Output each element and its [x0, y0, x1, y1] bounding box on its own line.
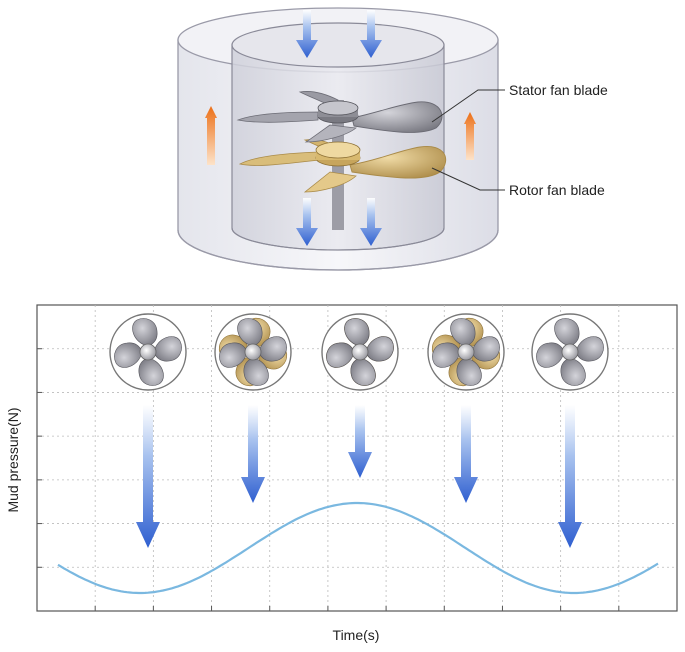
fan-state-icon	[321, 313, 399, 391]
arrow-down-icon	[296, 198, 318, 246]
rotor-label: Rotor fan blade	[509, 182, 605, 198]
arrow-down-icon	[136, 405, 160, 548]
fan-state-icon	[214, 313, 292, 391]
stator-label: Stator fan blade	[509, 82, 608, 98]
arrow-up-icon	[464, 112, 476, 160]
fan-state-icon	[109, 313, 187, 391]
rotor-fan-blade	[238, 139, 446, 193]
cylinder-device: Stator fan blade Rotor fan blade	[177, 7, 608, 271]
arrow-down-icon	[454, 405, 478, 503]
fan-state-icon	[427, 313, 505, 391]
arrow-down-icon	[360, 10, 382, 58]
stator-fan-blade	[236, 91, 443, 143]
pressure-curve	[57, 501, 659, 595]
rotor-leader-line	[431, 167, 505, 191]
arrow-down-icon	[348, 405, 372, 478]
x-axis-label: Time(s)	[333, 627, 380, 643]
pressure-arrows	[136, 405, 582, 548]
plot-ticks	[37, 348, 620, 611]
arrow-down-icon	[241, 405, 265, 503]
fan-state-icon	[531, 313, 609, 391]
flow-arrows-outlet	[296, 198, 382, 246]
arrow-down-icon	[360, 198, 382, 246]
inner-cylinder-top	[231, 22, 445, 68]
flow-arrows-inlet	[296, 10, 382, 58]
y-axis-label: Mud pressure(N)	[5, 407, 21, 512]
arrow-up-icon	[205, 106, 217, 165]
arrow-down-icon	[296, 10, 318, 58]
stator-leader-line	[431, 89, 505, 123]
plot-panel: Time(s) Mud pressure(N)	[5, 304, 678, 643]
arrow-down-icon	[558, 405, 582, 548]
flow-arrows-annulus	[205, 106, 476, 165]
fan-states	[109, 313, 609, 391]
